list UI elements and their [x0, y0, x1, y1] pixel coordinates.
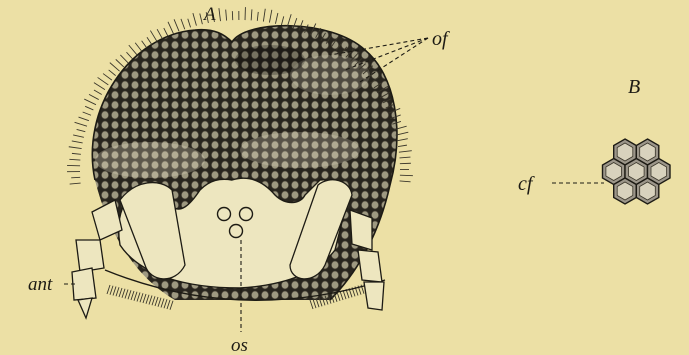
- label-cf: cf: [518, 173, 535, 195]
- facet-hexagons: [603, 139, 671, 204]
- facet-lens: [617, 143, 633, 161]
- panel-a-head-diagram: A of ant os: [28, 4, 450, 355]
- facet-lens: [651, 163, 667, 181]
- panel-b-label: B: [628, 76, 640, 98]
- facet-lens: [640, 143, 656, 161]
- panel-b-facet-cluster: B cf: [518, 76, 670, 204]
- facet-lens: [629, 163, 645, 181]
- panel-a-label: A: [202, 4, 216, 25]
- facet-lens: [640, 182, 656, 200]
- label-ant: ant: [28, 274, 53, 295]
- label-os: os: [231, 335, 248, 355]
- left-antenna: [72, 200, 122, 318]
- facet-lens: [606, 163, 622, 181]
- label-of: of: [432, 28, 450, 50]
- facet-lens: [617, 182, 633, 200]
